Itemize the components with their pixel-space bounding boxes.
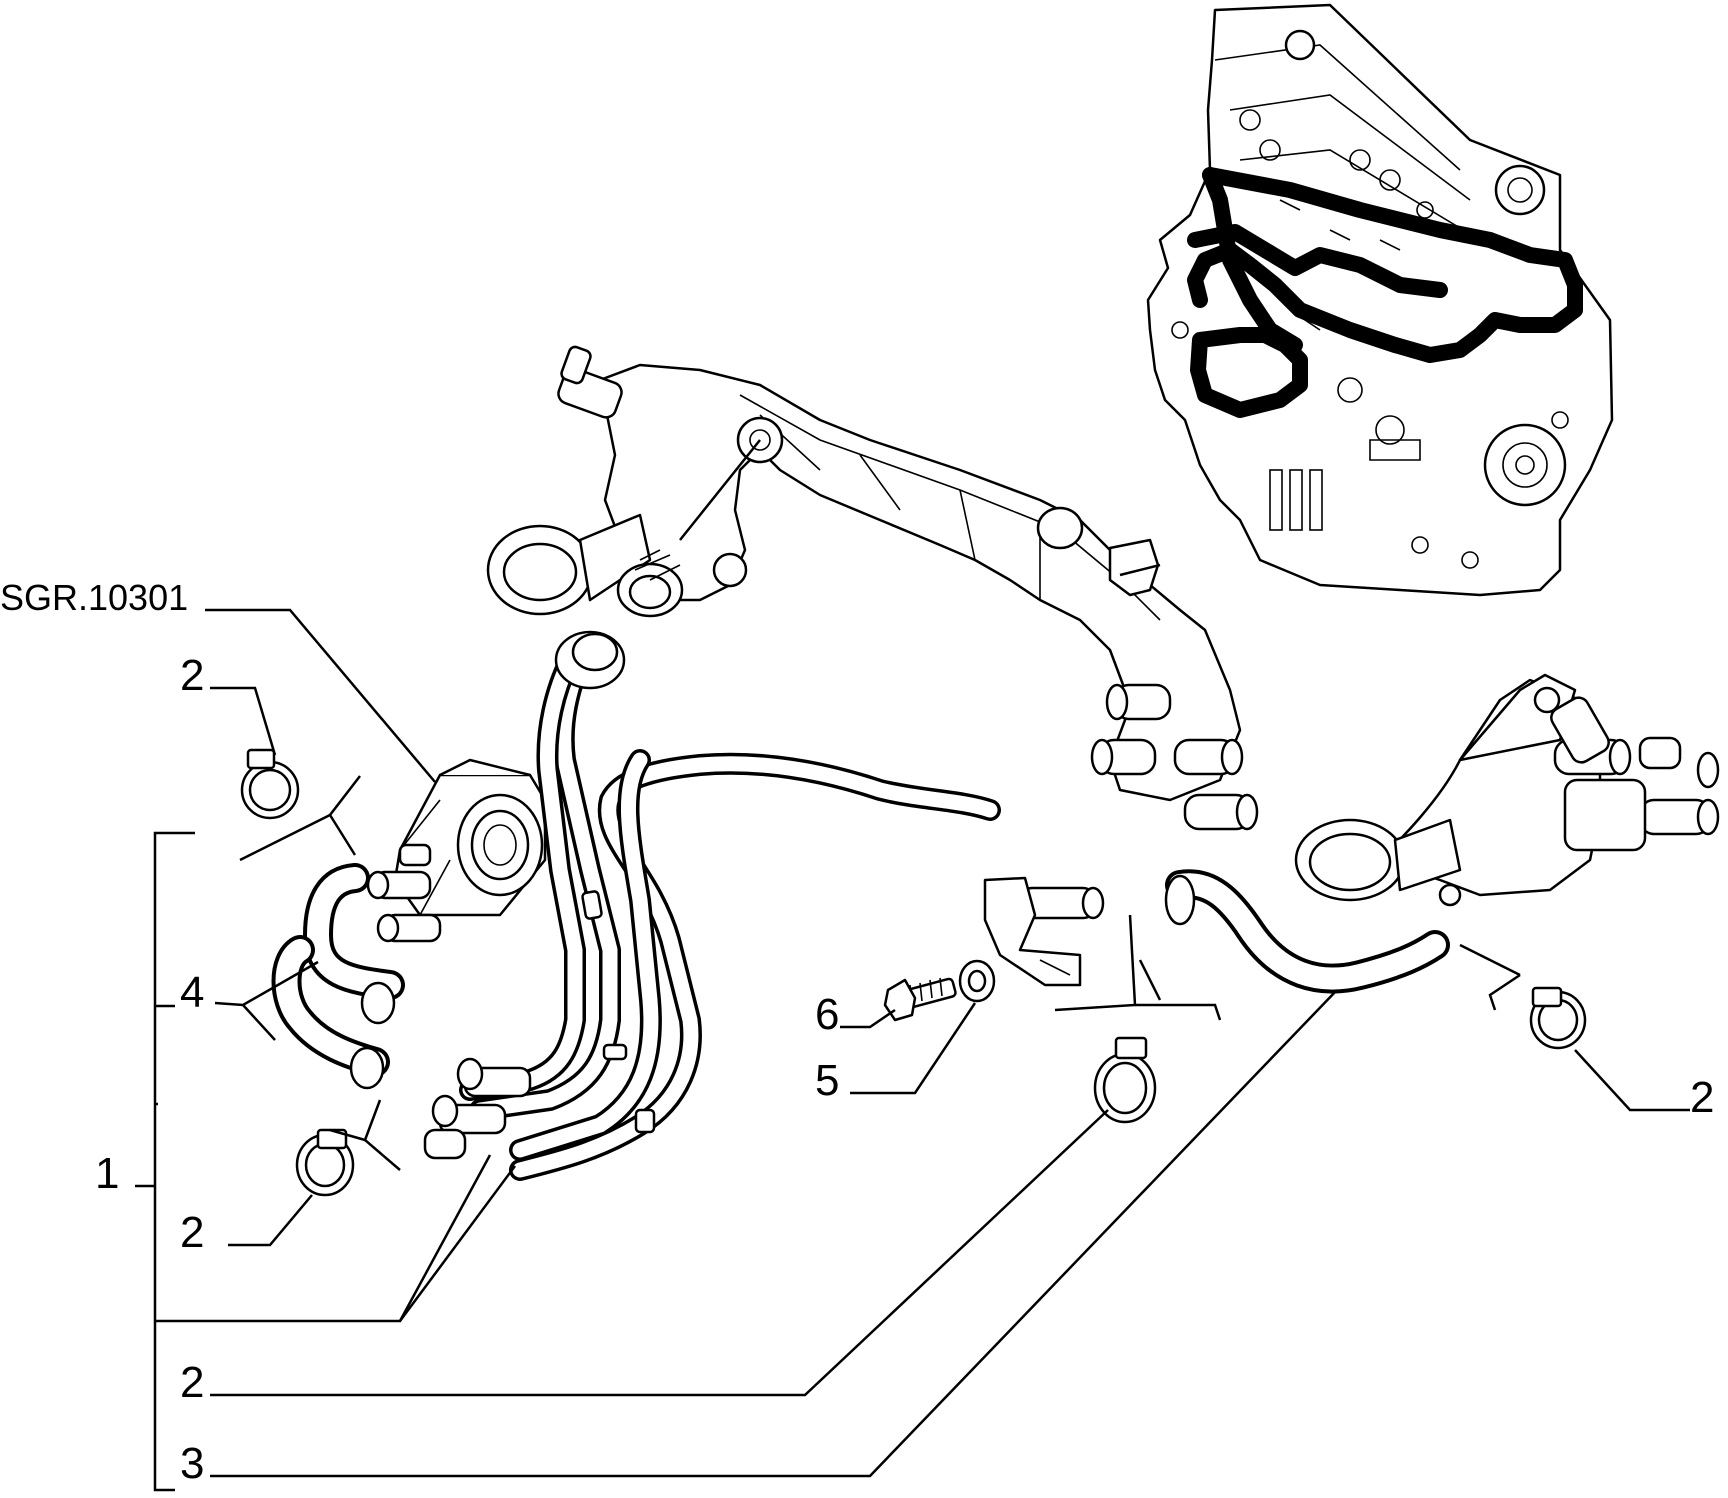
callout-6: 6 <box>815 990 839 1039</box>
water-manifold-pipe <box>486 345 1259 831</box>
clamp-upper-left <box>240 748 300 820</box>
clamp-center <box>1093 1036 1157 1124</box>
washer-5 <box>958 959 996 1003</box>
callout-1: 1 <box>95 1149 119 1198</box>
callout-2-lower-left: 2 <box>180 1208 204 1257</box>
callout-labels: SGR.10301 2 4 1 2 2 3 6 5 2 <box>0 577 1714 1488</box>
leader-lines <box>135 608 1690 1492</box>
bolt-6 <box>883 977 957 1022</box>
clamp-right <box>1529 986 1587 1050</box>
callout-2-right: 2 <box>1690 1073 1714 1122</box>
explosion-lines <box>239 775 1521 1171</box>
oil-cooler <box>366 758 547 943</box>
callout-2-upper-left: 2 <box>180 651 204 700</box>
callout-3: 3 <box>180 1439 204 1488</box>
clamp-lower-left <box>295 1128 355 1197</box>
callout-4: 4 <box>180 968 204 1017</box>
hose-3 <box>1164 869 1450 994</box>
hose-4-pair <box>271 863 405 1090</box>
callout-5: 5 <box>815 1056 839 1105</box>
callout-2-bottom: 2 <box>180 1358 204 1407</box>
thermostat-housing <box>1294 673 1720 907</box>
engine-block-thumbnail <box>1146 3 1614 597</box>
reference-label: SGR.10301 <box>0 577 188 618</box>
heater-pipe-assembly <box>423 630 1105 1181</box>
